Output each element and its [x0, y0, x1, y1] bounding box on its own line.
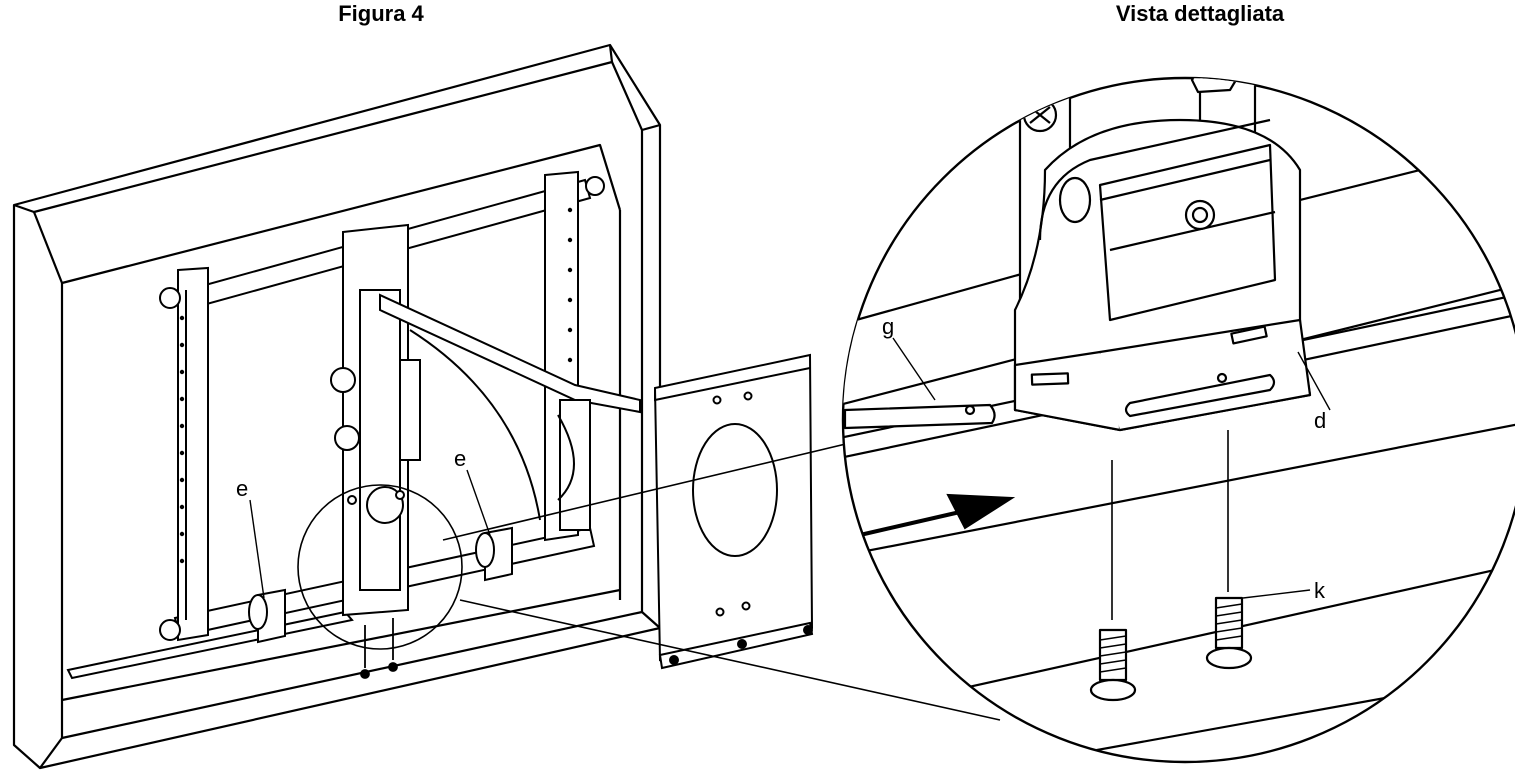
center-vertical-bracket: [342, 223, 409, 617]
direction-arrow-icon: [946, 493, 1016, 530]
figure-title: Figura 4: [338, 1, 424, 26]
wall-clip-left: [248, 588, 286, 644]
adapter-plate: [653, 353, 814, 670]
tv-back-panel: [12, 43, 662, 770]
articulating-arm: [379, 293, 641, 531]
detail-callout-leaders: [892, 337, 1331, 599]
callout-g: g: [882, 314, 894, 339]
wall-clip-right: [475, 526, 513, 582]
tilt-knobs: [330, 367, 360, 451]
main-view-screws: [360, 618, 398, 679]
left-vertical-bracket: [159, 266, 209, 642]
callout-d: d: [1314, 408, 1326, 433]
callout-e-left: e: [236, 476, 248, 501]
detail-view: [841, 76, 1515, 764]
callout-k: k: [1314, 578, 1326, 603]
detail-view-title: Vista dettagliata: [1115, 1, 1285, 26]
callout-e-leaders: [249, 469, 491, 599]
callout-e-right: e: [454, 446, 466, 471]
